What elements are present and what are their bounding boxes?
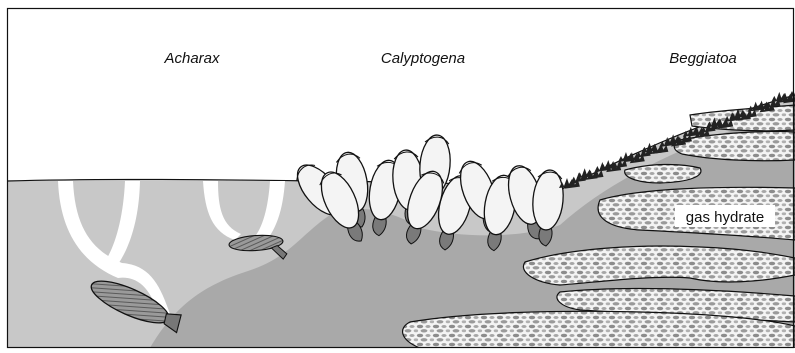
label-acharax: Acharax — [163, 50, 220, 67]
label-beggiatoa: Beggiatoa — [669, 50, 737, 67]
label-calyptogena: Calyptogena — [381, 50, 465, 67]
label-gas-hydrate: gas hydrate — [686, 209, 764, 226]
hydrate-lens-7 — [403, 311, 795, 348]
